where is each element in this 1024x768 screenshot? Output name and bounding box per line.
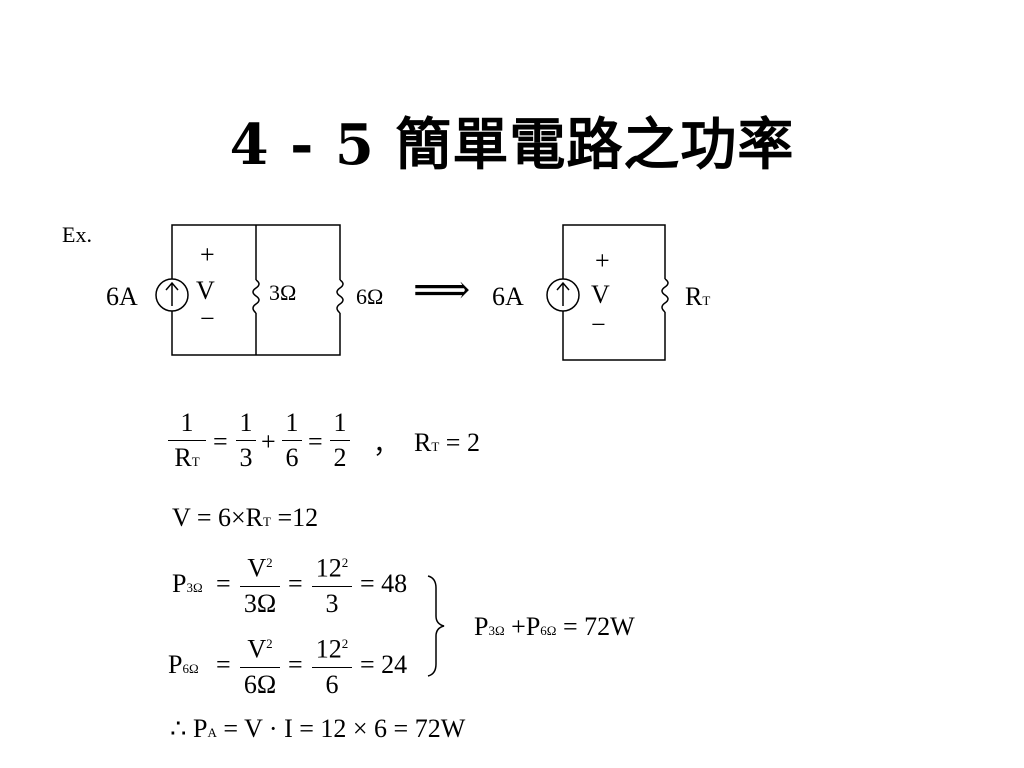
right-brace: [427, 575, 445, 677]
eq1-plus: +: [261, 427, 276, 456]
eq4-result: = 24: [360, 650, 408, 679]
example-label: Ex.: [62, 222, 92, 247]
resistor-6ohm: [336, 279, 344, 314]
eq4-p6-label: P6Ω: [168, 650, 199, 679]
rt-label: RT: [685, 282, 711, 311]
eq3-equals-1: =: [216, 569, 231, 598]
circuit1-minus: −: [200, 304, 215, 333]
circuit1-source-label: 6A: [106, 282, 138, 311]
circuit1-plus: +: [200, 240, 215, 269]
implies-arrow: ⟹: [413, 267, 471, 312]
resistor-3ohm-label: 3Ω: [269, 280, 297, 305]
power-sum: P3Ω +P6Ω = 72W: [474, 612, 635, 641]
eq1-equals-2: =: [308, 427, 323, 456]
eq4-equals-2: =: [288, 650, 303, 679]
eq3-equals-2: =: [288, 569, 303, 598]
circuit2-source-label: 6A: [492, 282, 524, 311]
resistor-6ohm-label: 6Ω: [356, 284, 384, 309]
eq1-equals-1: =: [213, 427, 228, 456]
eq3-result: = 48: [360, 569, 408, 598]
circuit1-v-label: V: [196, 276, 215, 305]
final-power: ∴ PA = V · I = 12 × 6 = 72W: [170, 714, 466, 743]
resistor-3ohm: [252, 279, 260, 314]
eq1-comma: ，: [373, 430, 400, 459]
circuit2-plus: +: [595, 246, 610, 275]
circuit2-v-label: V: [591, 280, 610, 309]
circuit2-minus: −: [591, 310, 606, 339]
eq3-p3-label: P3Ω: [172, 569, 203, 598]
eq1-rt-result: RT = 2: [414, 428, 480, 457]
resistor-rt: [661, 278, 669, 313]
page-title: 4 - 5 簡單電路之功率: [229, 112, 795, 178]
eq4-equals-1: =: [216, 650, 231, 679]
eq2-voltage: V = 6×RT =12: [172, 503, 319, 532]
